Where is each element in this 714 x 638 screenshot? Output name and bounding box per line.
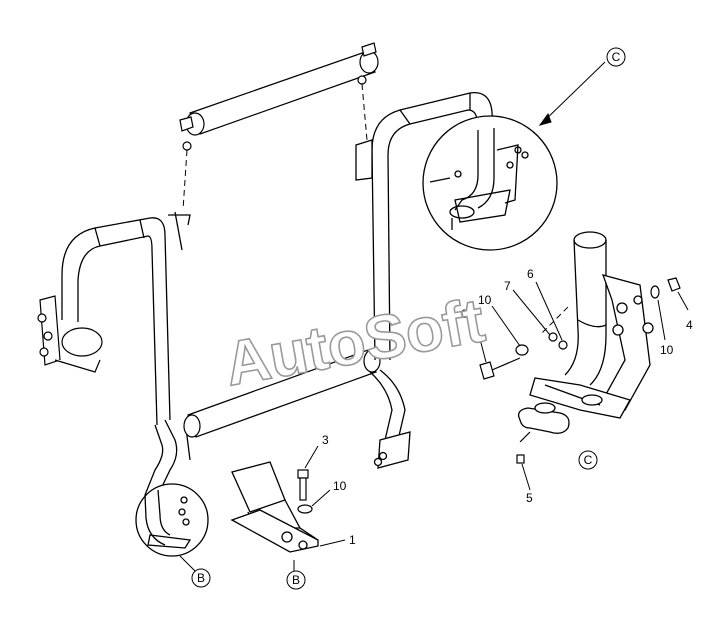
detail-c-upright-tube	[564, 231, 607, 386]
part-6-label: 6	[527, 267, 534, 281]
leaders-b-detail	[293, 445, 346, 572]
part-10-washer-c-left	[515, 344, 529, 356]
top-crossbar	[179, 42, 379, 151]
callout-c-detail-label: C	[584, 453, 593, 467]
callout-b-detail: B	[286, 570, 306, 590]
detail-b-bracket	[230, 461, 319, 553]
callout-c-detail: C	[578, 450, 598, 470]
part-4-nut	[667, 277, 681, 292]
lower-crossbar	[183, 349, 381, 438]
leader-c-top	[538, 61, 606, 126]
part-8-bolt	[479, 357, 521, 380]
detail-circle-c-top	[422, 115, 558, 251]
detail-c-knob	[517, 402, 570, 434]
callout-c-top-label: C	[612, 50, 621, 64]
detail-c-bracket	[529, 274, 654, 419]
part-4-label: 4	[686, 318, 693, 332]
leader-b-frame	[179, 555, 197, 573]
leaders-c-detail	[474, 281, 689, 491]
part-5-label: 5	[526, 491, 533, 505]
callout-b-frame-label: B	[197, 571, 205, 585]
right-legs	[369, 369, 411, 469]
part-10-label-c-right: 10	[660, 343, 674, 357]
part-10-washer-b	[297, 504, 313, 514]
left-loop-tube	[61, 211, 191, 426]
part-3-label: 3	[322, 433, 329, 447]
part-5-screw	[516, 431, 531, 464]
watermark: AutoSoft	[219, 285, 490, 400]
part-8-label: 8	[461, 307, 468, 321]
part-10-label-b: 10	[333, 479, 347, 493]
left-bracket	[37, 295, 103, 373]
part-7-label: 7	[504, 279, 511, 293]
part-10-washer-c-right	[650, 285, 660, 299]
part-10-label-c-left: 10	[478, 293, 492, 307]
callout-b-frame: B	[191, 568, 211, 588]
callout-c-top: C	[606, 47, 626, 67]
part-3-bolt	[297, 469, 309, 501]
detail-circle-b	[135, 483, 209, 557]
watermark-text: AutoSoft	[220, 286, 490, 399]
part-6-7-nut	[548, 332, 568, 350]
part-1-label: 1	[349, 533, 356, 547]
right-loop-tube	[355, 91, 496, 361]
callout-b-detail-label: B	[292, 573, 300, 587]
